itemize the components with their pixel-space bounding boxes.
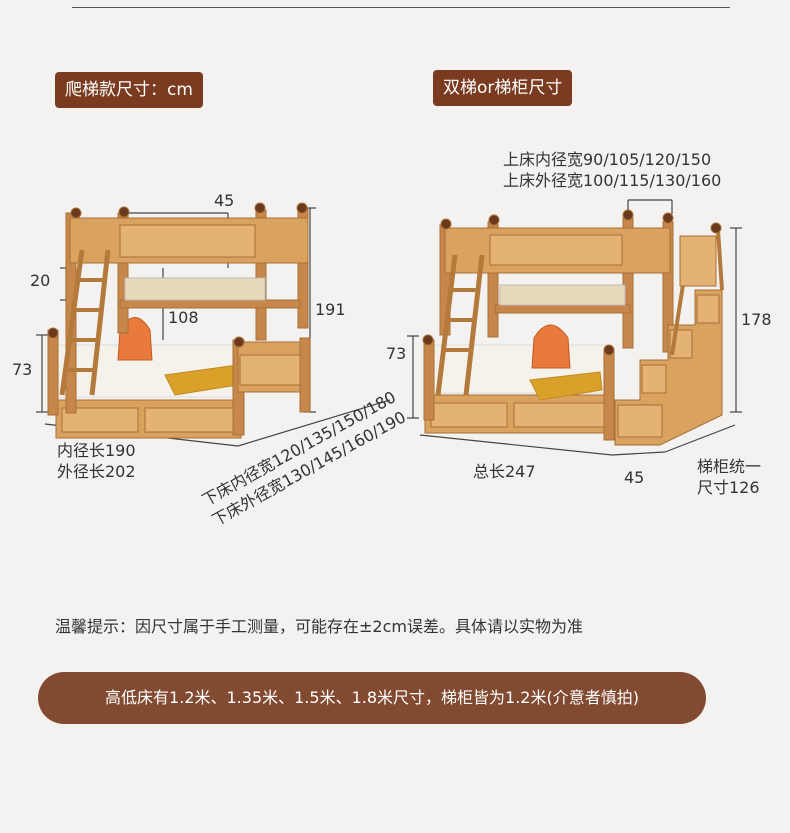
left-section-tag: 爬梯款尺寸：cm <box>55 72 203 108</box>
right-cabinet-line2: 尺寸126 <box>697 478 760 497</box>
right-dim-step: 45 <box>624 468 645 487</box>
left-dim-width-line <box>237 399 391 447</box>
right-dim-lower: 73 <box>386 344 407 363</box>
right-dim-total-line <box>419 434 613 456</box>
bunk-bed-diagram <box>36 199 742 456</box>
left-dim-shelf: 108 <box>168 308 199 327</box>
right-house-pillow <box>531 324 571 369</box>
right-dim-cabinet-line <box>664 424 736 453</box>
right-upper-inner: 上床内径宽90/105/120/150 <box>503 150 712 169</box>
left-shelf <box>119 299 301 309</box>
right-bed <box>422 209 724 446</box>
right-section-tag: 双梯or梯柜尺寸 <box>433 70 573 106</box>
left-dim-height: 191 <box>315 300 346 319</box>
right-total-length: 总长247 <box>473 462 536 481</box>
left-length-inner: 内径长190 <box>57 441 136 460</box>
right-blanket <box>529 371 603 401</box>
right-dim-height: 178 <box>741 310 772 329</box>
size-banner: 高低床有1.2米、1.35米、1.5米、1.8米尺寸，梯柜皆为1.2米(介意者慎… <box>38 672 706 724</box>
left-bed <box>47 202 311 439</box>
left-dim-ladder: 20 <box>30 271 51 290</box>
right-shelf <box>494 304 631 314</box>
right-cabinet-line1: 梯柜统一 <box>697 457 762 476</box>
left-length-outer: 外径长202 <box>57 462 136 481</box>
measurement-note: 温馨提示：因尺寸属于手工测量，可能存在±2cm误差。具体请以实物为准 <box>55 617 583 636</box>
right-upper-outer: 上床外径宽100/115/130/160 <box>503 171 722 190</box>
right-dim-45-line <box>611 451 666 456</box>
left-dim-top: 45 <box>214 191 235 210</box>
left-dim-lower: 73 <box>12 360 33 379</box>
top-divider <box>72 7 730 8</box>
